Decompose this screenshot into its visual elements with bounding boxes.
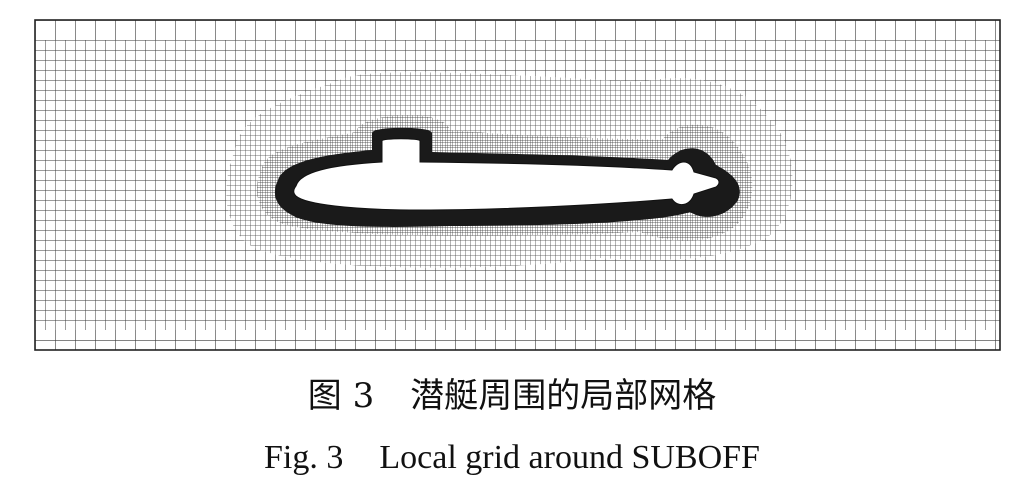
submarine-hull-silhouette bbox=[293, 138, 720, 211]
figure-caption-chinese: 图 3 潜艇周围的局部网格 bbox=[0, 372, 1024, 420]
figure-title-en: Local grid around SUBOFF bbox=[379, 439, 760, 476]
figure-caption-english: Fig. 3 Local grid around SUBOFF bbox=[0, 434, 1024, 482]
domain-boundary bbox=[34, 19, 1001, 351]
figure-label-en: Fig. 3 bbox=[264, 439, 344, 476]
mesh-grid-figure bbox=[34, 19, 1001, 351]
figure-label-cn: 图 3 bbox=[307, 376, 375, 416]
figure-title-cn: 潜艇周围的局部网格 bbox=[410, 376, 717, 416]
